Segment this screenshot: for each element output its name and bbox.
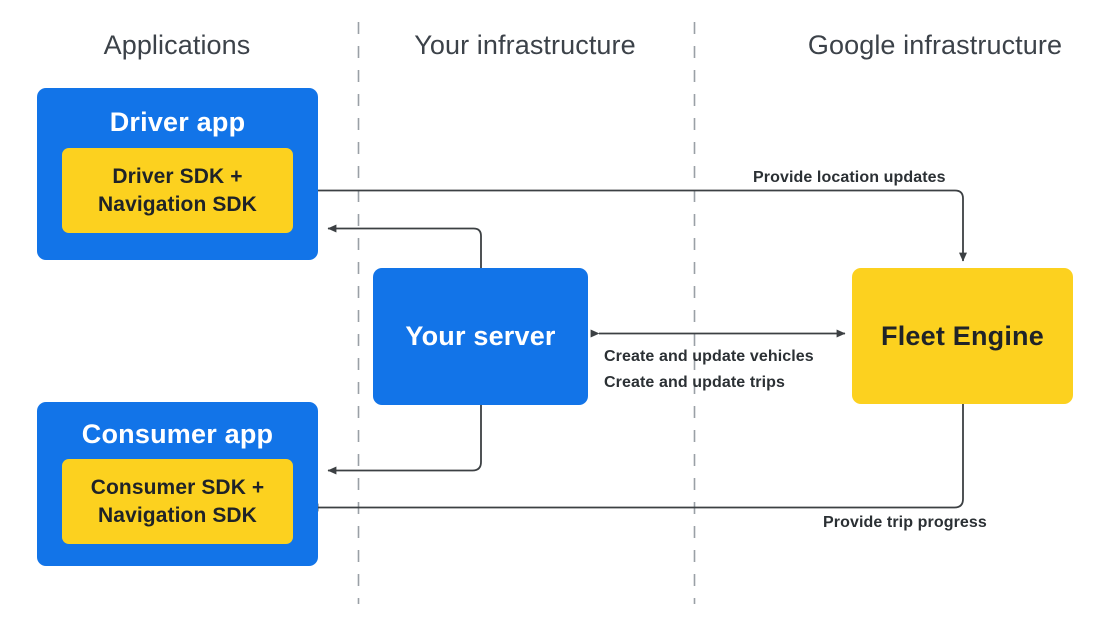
fleet-engine-label: Fleet Engine [881, 320, 1044, 351]
edge-label-create-and-update-vehicles: Create and update vehicles [604, 348, 814, 365]
node-fleet-engine[interactable]: Fleet Engine [852, 268, 1073, 404]
edge-label-provide-trip-progress: Provide trip progress [823, 514, 987, 531]
driver-app-title: Driver app [109, 107, 246, 137]
column-header-applications: Applications [103, 30, 251, 60]
column-header-your-infrastructure: Your infrastructure [414, 30, 636, 60]
wire-server-to-driver-app [327, 224, 482, 268]
consumer-sdk-line-1: Consumer SDK + [90, 475, 265, 499]
node-your-server[interactable]: Your server [373, 268, 588, 405]
node-consumer-app[interactable]: Consumer app Consumer SDK + Navigation S… [37, 402, 318, 566]
wire-fleet-engine-to-consumer-sdk [309, 404, 964, 512]
node-driver-app[interactable]: Driver app Driver SDK + Navigation SDK [37, 88, 318, 260]
edge-label-provide-location-updates: Provide location updates [753, 169, 946, 186]
driver-sdk-line-1: Driver SDK + [112, 164, 243, 188]
edge-label-create-and-update-trips: Create and update trips [604, 374, 786, 391]
column-header-google-infrastructure: Google infrastructure [807, 30, 1063, 60]
your-server-label: Your server [405, 321, 556, 351]
node-consumer-sdk[interactable]: Consumer SDK + Navigation SDK [62, 459, 293, 544]
consumer-app-title: Consumer app [81, 419, 274, 449]
consumer-sdk-label: Consumer SDK + Navigation SDK [91, 474, 265, 529]
consumer-sdk-line-2: Navigation SDK [98, 503, 257, 527]
wire-server-to-consumer-app [327, 405, 482, 475]
wire-driver-to-fleet-engine [293, 189, 967, 262]
driver-sdk-line-2: Navigation SDK [98, 192, 257, 216]
driver-sdk-label: Driver SDK + Navigation SDK [98, 163, 257, 218]
node-driver-sdk[interactable]: Driver SDK + Navigation SDK [62, 148, 293, 233]
